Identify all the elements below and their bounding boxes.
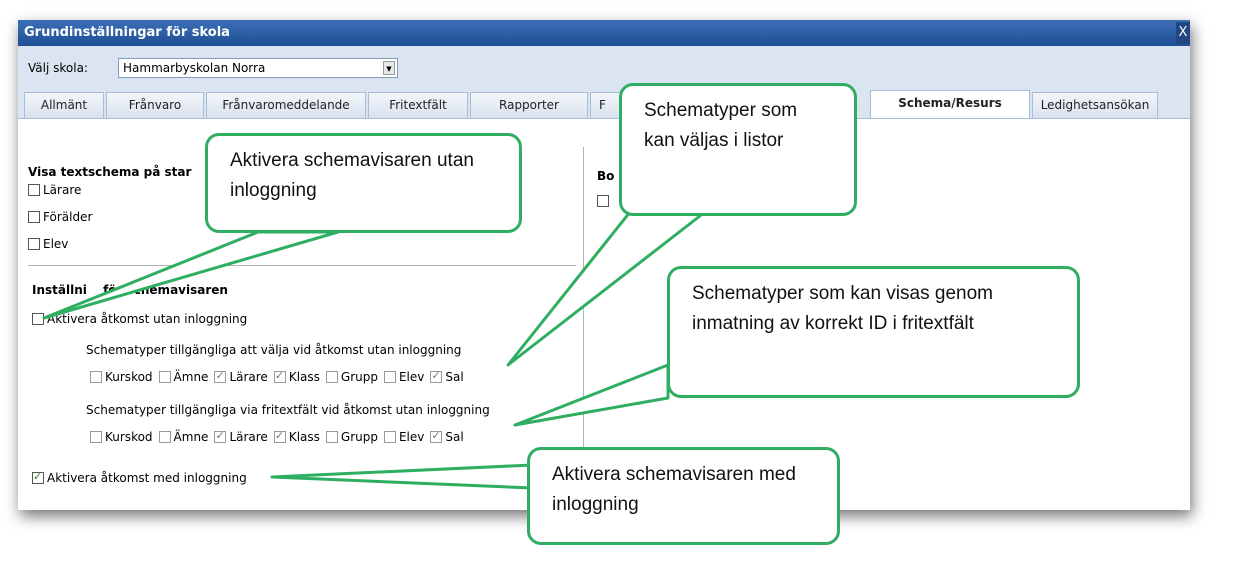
checkbox-label: Elev [398,370,425,384]
anon-access-checkbox[interactable]: Aktivera åtkomst utan inloggning [32,312,247,326]
freetext-type-grupp[interactable]: Grupp [325,430,378,444]
checkbox-label: Lärare [229,370,268,384]
freetext-type-amne[interactable]: Ämne [158,430,209,444]
callout-freetext: Schematyper som kan visas genom inmatnin… [667,266,1080,398]
window-titlebar: Grundinställningar för skola [18,20,1190,46]
checkbox-label: Grupp [340,370,378,384]
right-checkbox[interactable] [597,195,612,207]
tab-fritextfalt[interactable]: Fritextfält [368,92,468,118]
checkbox-icon[interactable] [383,371,396,383]
checkbox-label: Elev [43,237,69,251]
tab-schema-resurs[interactable]: Schema/Resurs [870,90,1030,118]
dropdown-arrow-icon[interactable]: ▼ [383,61,395,75]
checkbox-label: Ämne [173,430,209,444]
list-type-larare[interactable]: Lärare [214,369,268,384]
checkbox-icon[interactable] [273,369,286,383]
list-type-kurskod[interactable]: Kurskod [90,370,153,384]
checkbox-label: Lärare [43,183,82,197]
right-heading: Bo [597,169,615,183]
section-divider [28,265,576,266]
callout-list: Schematyper som kan väljas i listor [619,83,857,216]
freetext-type-klass[interactable]: Klass [273,429,320,444]
checkbox-icon[interactable] [383,431,396,443]
callout-anon: Aktivera schemavisaren utan inloggning [205,133,522,233]
checkbox-label: Sal [445,370,464,384]
list-type-amne[interactable]: Ämne [158,370,209,384]
checkbox-label: Grupp [340,430,378,444]
checkbox-icon[interactable] [28,238,40,250]
freetext-type-kurskod[interactable]: Kurskod [90,430,153,444]
checkbox-label: Klass [288,370,320,384]
callout-tail-anon [42,230,340,320]
checkbox-icon[interactable] [28,211,40,223]
tab-franvaro[interactable]: Frånvaro [106,92,204,118]
checkbox-icon[interactable] [214,429,227,443]
checkbox-icon[interactable] [158,431,171,443]
checkbox-label: Lärare [229,430,268,444]
viewer-heading-start: Inställni [32,283,87,297]
checkbox-icon[interactable] [325,431,338,443]
checkbox-icon[interactable] [430,429,443,443]
freetext-type-larare[interactable]: Lärare [214,429,268,444]
checkbox-label: Kurskod [105,430,153,444]
checkbox-icon[interactable] [32,470,44,484]
tab-franvaromeddelande[interactable]: Frånvaromeddelande [206,92,366,118]
list-types-label: Schematyper tillgängliga att välja vid å… [86,343,462,357]
school-select-value: Hammarbyskolan Norra [123,61,266,75]
callout-login: Aktivera schemavisaren med inloggning [527,447,840,545]
tab-rapporter[interactable]: Rapporter [470,92,588,118]
list-types-group: Kurskod Ämne Lärare Klass Grupp Elev Sal [90,369,470,384]
checkbox-icon[interactable] [597,195,609,207]
checkbox-icon[interactable] [90,371,102,383]
checkbox-icon[interactable] [214,369,227,383]
close-button[interactable]: X [1176,22,1190,44]
freetext-types-label: Schematyper tillgängliga via fritextfält… [86,403,490,417]
callout-tail-freetext [513,363,670,427]
freetext-type-sal[interactable]: Sal [430,429,464,444]
text-schedule-heading: Visa textschema på star [28,165,192,179]
checkbox-icon[interactable] [28,184,40,196]
list-type-sal[interactable]: Sal [430,369,464,384]
settings-window: Grundinställningar för skola X Välj skol… [18,20,1190,510]
textschema-foralder[interactable]: Förälder [28,210,92,224]
checkbox-icon[interactable] [273,429,286,443]
list-type-klass[interactable]: Klass [273,369,320,384]
checkbox-label: Sal [445,430,464,444]
checkbox-icon[interactable] [158,371,171,383]
window-title: Grundinställningar för skola [24,25,230,40]
textschema-elev[interactable]: Elev [28,237,68,251]
checkbox-label: Förälder [43,210,93,224]
checkbox-label: Aktivera åtkomst med inloggning [47,471,247,485]
checkbox-label: Klass [288,430,320,444]
checkbox-label: Kurskod [105,370,153,384]
freetext-types-group: Kurskod Ämne Lärare Klass Grupp Elev Sal [90,429,470,444]
list-type-elev[interactable]: Elev [383,370,425,384]
column-divider [583,147,584,487]
freetext-type-elev[interactable]: Elev [383,430,425,444]
tab-ledighetsansokan[interactable]: Ledighetsansökan [1032,92,1158,118]
tab-allmant[interactable]: Allmänt [24,92,104,118]
callout-tail-login [270,463,534,490]
list-type-grupp[interactable]: Grupp [325,370,378,384]
checkbox-icon[interactable] [430,369,443,383]
login-access-checkbox[interactable]: Aktivera åtkomst med inloggning [32,470,247,485]
checkbox-label: Aktivera åtkomst utan inloggning [47,312,248,326]
school-select[interactable]: Hammarbyskolan Norra ▼ [118,58,398,78]
checkbox-label: Ämne [173,370,209,384]
checkbox-icon[interactable] [325,371,338,383]
school-label: Välj skola: [28,61,88,75]
checkbox-label: Elev [398,430,425,444]
checkbox-icon[interactable] [90,431,102,443]
textschema-larare[interactable]: Lärare [28,183,81,197]
